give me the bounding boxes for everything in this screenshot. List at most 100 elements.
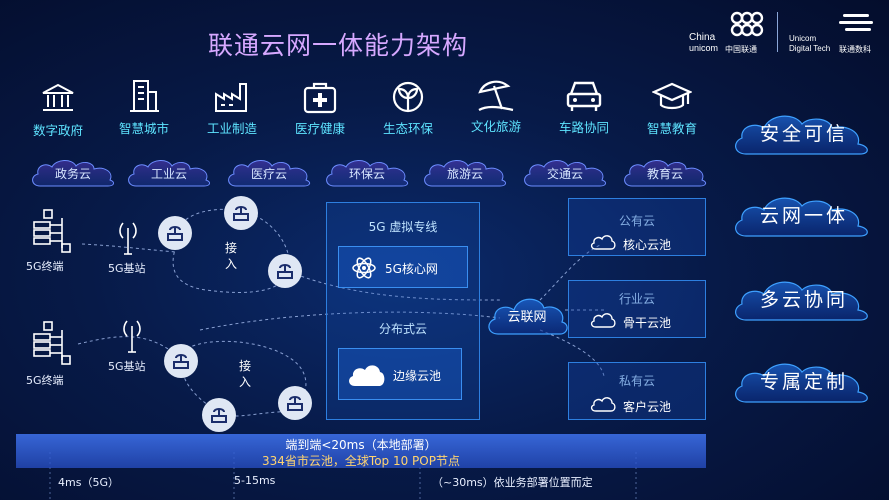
public-cloud-label: 核心云池	[623, 238, 672, 252]
cloud-tag-label: 旅游云	[446, 167, 483, 181]
link-to-public	[539, 243, 603, 301]
beach-umbrella-icon	[478, 80, 514, 112]
link-bottom-to-center	[199, 311, 501, 331]
feature-label: 云网一体	[759, 205, 848, 227]
access-node-icon	[287, 396, 303, 411]
access-node-icon	[173, 354, 189, 369]
edge-cloud-box: 边缘云池	[338, 348, 462, 400]
cloud-tag-environment: 环保云	[322, 156, 412, 188]
brand-unicom: unicom	[689, 43, 719, 53]
access-node	[202, 398, 236, 432]
industry-label: 车路协同	[558, 120, 609, 135]
industry-label: 数字政府	[32, 123, 83, 138]
feature-label: 多云协同	[759, 289, 848, 311]
industry-eco: 生态环保	[362, 80, 454, 137]
link-to-private	[539, 329, 605, 377]
pop-node-line: 334省市云池，全球Top 10 POP节点	[262, 454, 460, 468]
cloud-tag-transport: 交通云	[520, 156, 610, 188]
brand-unicom-cn: 中国联通	[725, 45, 757, 54]
latency-line: 端到端<20ms（本地部署）	[285, 438, 437, 452]
graduation-cap-icon	[652, 82, 692, 110]
link-top-terminal	[81, 243, 177, 253]
industry-tourism: 文化旅游	[450, 76, 542, 135]
timeline-regional: 5-15ms	[234, 474, 276, 487]
cloud-tag-medical: 医疗云	[224, 156, 314, 188]
industry-cloud-box: 骨干云池	[568, 280, 706, 338]
cloud-interconnect-label: 云联网	[507, 310, 547, 325]
link-bottom-access-ring	[180, 340, 307, 417]
brand-logos: China unicom 中国联通 Unicom Digital Tech 联通…	[689, 10, 879, 58]
industry-label: 智慧教育	[646, 121, 697, 136]
feature-label: 专属定制	[759, 371, 848, 393]
industry-education: 智慧教育	[626, 80, 718, 137]
public-cloud-box: 核心云池	[568, 198, 706, 256]
feature-multi-cloud: 多云协同	[730, 274, 878, 324]
industry-label: 文化旅游	[470, 119, 521, 134]
industry-cloud-label: 骨干云池	[623, 316, 672, 330]
core-network-box: 5G核心网	[338, 246, 468, 288]
brand-digital-en1: Unicom	[789, 34, 817, 43]
cloud-tag-label: 政务云	[54, 167, 91, 181]
industry-digital-government: 数字政府	[12, 82, 104, 139]
cloud-tag-education: 教育云	[620, 156, 710, 188]
cloud-interconnect: 云联网	[484, 286, 570, 338]
public-cloud-title: 公有云	[618, 214, 655, 228]
brand-digital-en2: Digital Tech	[789, 44, 831, 53]
feature-customized: 专属定制	[730, 356, 878, 406]
feature-secure-trusted: 安全可信	[730, 108, 878, 158]
atom-icon	[352, 257, 376, 279]
page-title: 联通云网一体能力架构	[208, 31, 469, 60]
cloud-tag-government: 政务云	[28, 156, 118, 188]
terminal-label-bottom: 5G终端	[26, 374, 64, 387]
industry-vehicle-road: 车路协同	[538, 78, 630, 136]
base-station-label-top: 5G基站	[108, 262, 146, 275]
medical-kit-icon	[303, 82, 337, 114]
cloud-tag-industrial: 工业云	[124, 156, 214, 188]
cloud-tag-label: 环保云	[348, 167, 385, 181]
base-station-label-bottom: 5G基站	[108, 360, 146, 373]
terminal-label-top: 5G终端	[26, 260, 64, 273]
car-icon	[566, 81, 602, 111]
cloud-icon	[349, 365, 385, 386]
access-node	[224, 196, 258, 230]
industry-manufacturing: 工业制造	[186, 80, 278, 137]
access-node	[278, 386, 312, 420]
distributed-cloud-title: 分布式云	[378, 322, 427, 336]
industry-label: 工业制造	[206, 121, 257, 136]
access-node-icon	[167, 226, 183, 241]
access-node	[158, 216, 192, 250]
core-network-label: 5G核心网	[385, 262, 438, 276]
cloud-icon	[590, 313, 616, 328]
government-building-icon	[42, 83, 74, 111]
industry-smart-city: 智慧城市	[98, 78, 190, 137]
private-cloud-label: 客户云池	[623, 400, 672, 414]
feature-cloud-network: 云网一体	[730, 190, 878, 240]
brand-digital-cn: 联通数科	[839, 45, 871, 54]
timeline-remote: （~30ms）依业务部署位置而定	[432, 476, 593, 489]
cloud-tag-label: 教育云	[646, 167, 683, 181]
access-node-icon	[211, 408, 227, 423]
factory-icon	[215, 83, 247, 112]
industry-label: 医疗健康	[294, 121, 345, 136]
access-label-top: 接入	[224, 241, 237, 271]
digital-tech-logo-icon	[839, 14, 873, 31]
base-station-icon	[123, 320, 141, 353]
city-building-icon	[130, 80, 159, 112]
base-station-icon	[119, 222, 137, 255]
private-cloud-box: 客户云池	[568, 362, 706, 420]
industry-healthcare: 医疗健康	[274, 80, 366, 137]
access-node	[268, 254, 302, 288]
cloud-tag-label: 医疗云	[250, 167, 287, 181]
feature-label: 安全可信	[759, 123, 848, 145]
industry-label: 智慧城市	[118, 121, 169, 136]
leaf-icon	[392, 81, 424, 113]
cloud-icon	[590, 397, 616, 412]
access-node-icon	[277, 264, 293, 279]
vpn-title: 5G 虚拟专线	[368, 220, 438, 234]
brand-china: China	[689, 32, 716, 43]
cloud-tag-label: 工业云	[150, 167, 187, 181]
terminal-icon	[33, 209, 71, 253]
brand-divider	[777, 12, 778, 52]
cloud-tag-tourism: 旅游云	[420, 156, 510, 188]
industry-label: 生态环保	[382, 121, 433, 136]
